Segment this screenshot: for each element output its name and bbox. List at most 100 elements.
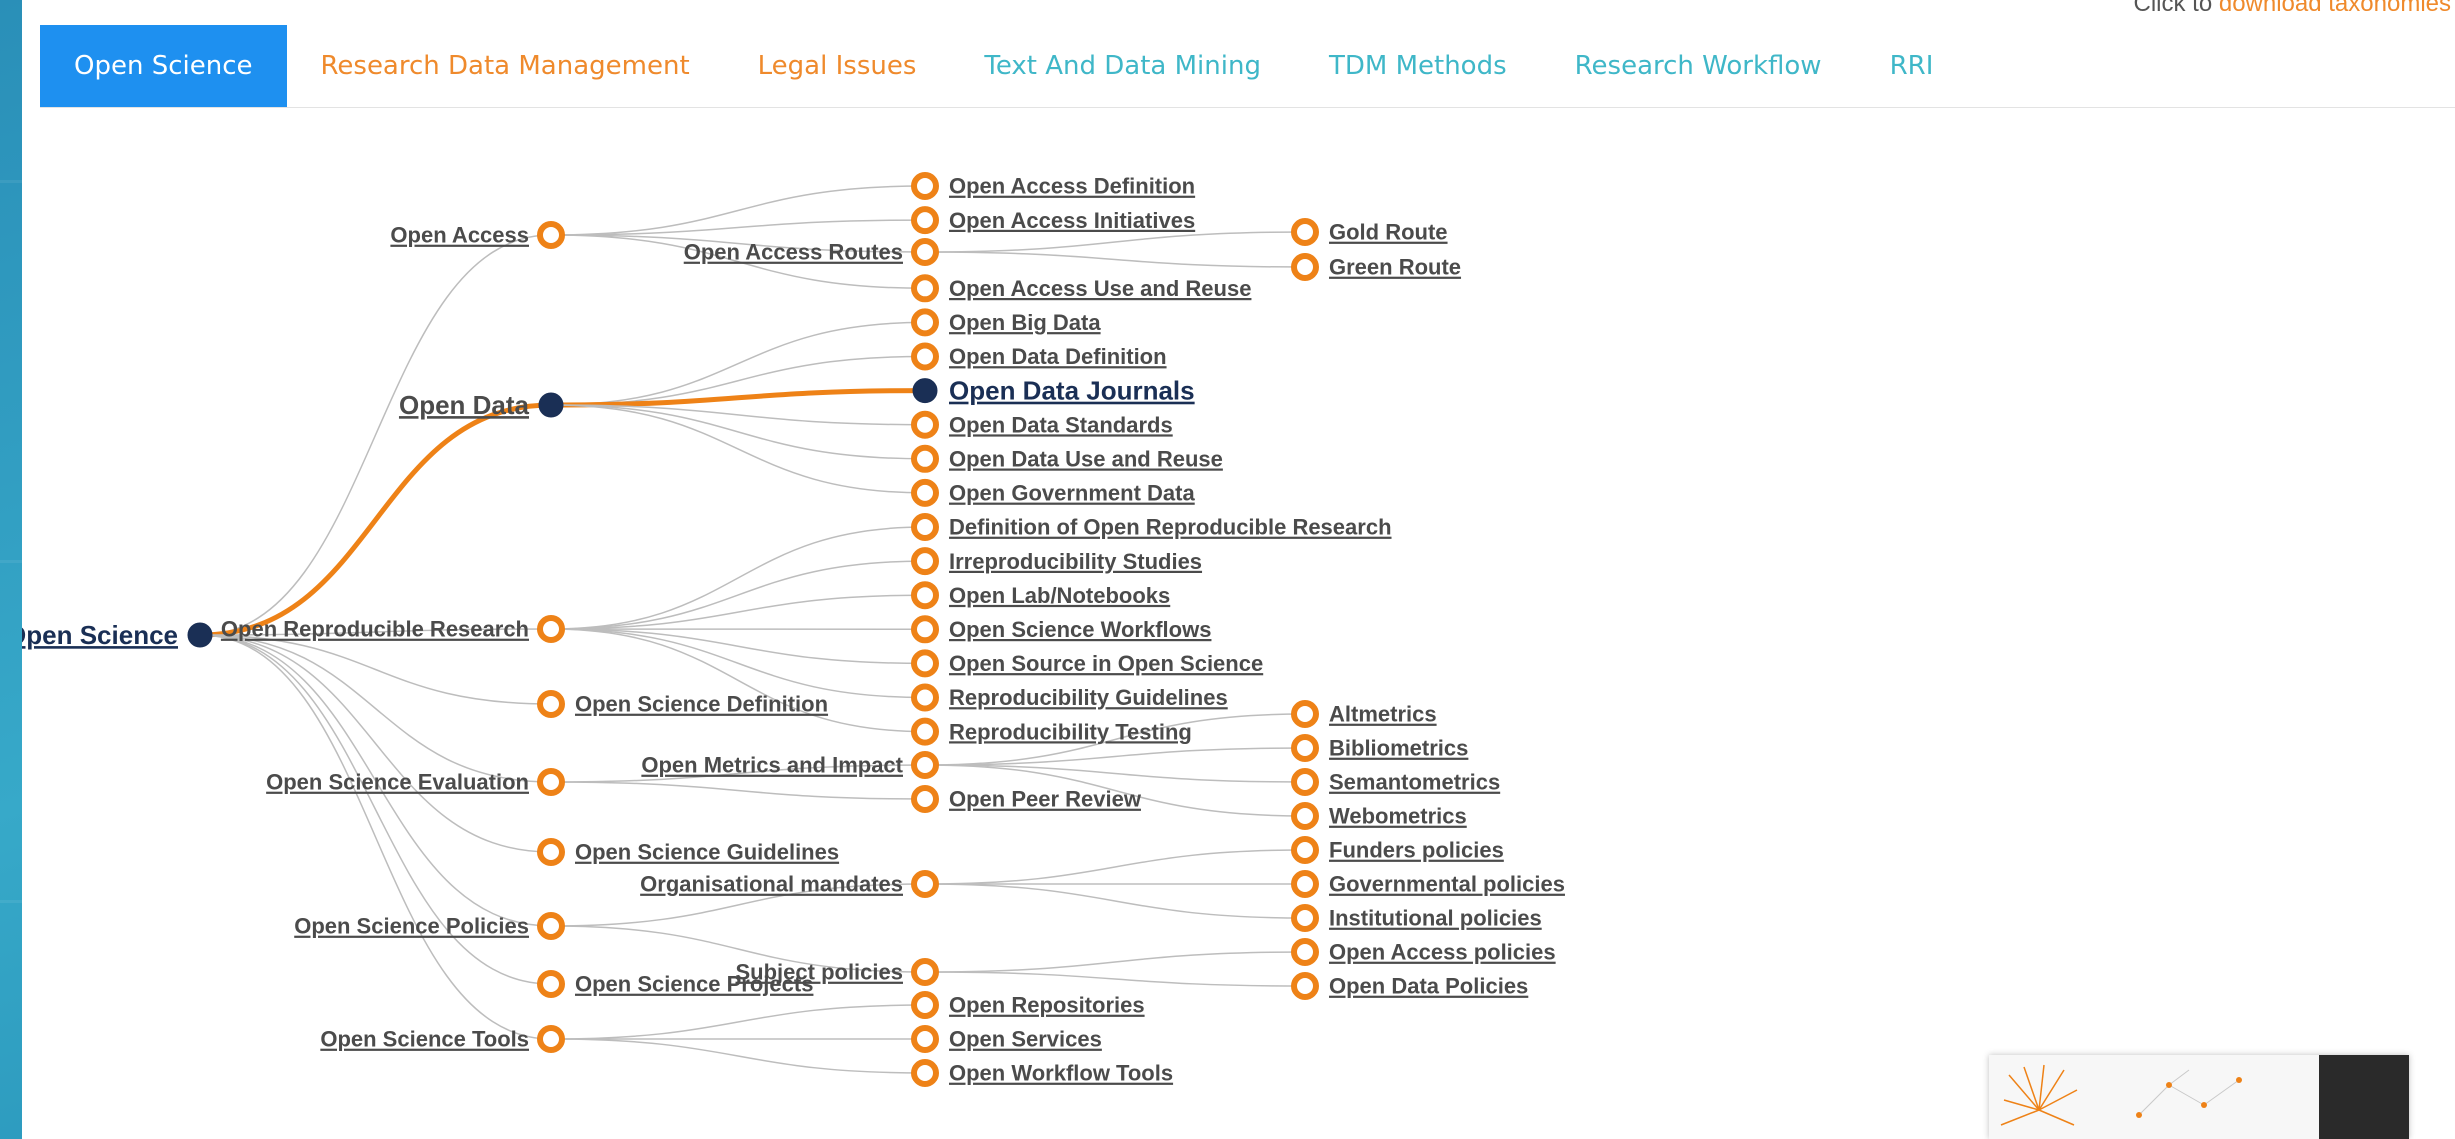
node-label[interactable]: Open Data Standards — [949, 412, 1173, 437]
node-label[interactable]: Green Route — [1329, 255, 1461, 280]
tree-node-open-data-policies[interactable]: Open Data Policies — [1291, 972, 1528, 1000]
node-dot[interactable] — [1291, 836, 1319, 864]
tree-node-open-workflow-tools[interactable]: Open Workflow Tools — [911, 1059, 1173, 1087]
node-dot[interactable] — [911, 478, 939, 507]
tree-node-irreproducibility-studies[interactable]: Irreproducibility Studies — [911, 547, 1202, 576]
tab-research-data-management[interactable]: Research Data Management — [320, 51, 690, 81]
node-dot[interactable] — [911, 785, 939, 813]
node-label[interactable]: Open Lab/Notebooks — [949, 583, 1170, 608]
node-dot[interactable] — [1291, 218, 1319, 246]
node-dot[interactable] — [537, 221, 565, 249]
node-label[interactable]: Open Access Definition — [949, 174, 1195, 199]
node-dot[interactable] — [537, 838, 565, 866]
node-dot[interactable] — [537, 1025, 565, 1053]
node-label[interactable]: Open Source in Open Science — [949, 651, 1263, 676]
tree-node-open-data-definition[interactable]: Open Data Definition — [911, 342, 1167, 371]
tree-node-open-science-evaluation[interactable]: Open Science Evaluation — [266, 768, 565, 796]
node-label[interactable]: Open Science Projects — [575, 972, 813, 997]
node-label[interactable]: Open Access policies — [1329, 940, 1556, 965]
node-label[interactable]: Institutional policies — [1329, 906, 1542, 931]
node-label[interactable]: Open Science Policies — [294, 914, 529, 939]
tree-node-open-data-standards[interactable]: Open Data Standards — [911, 410, 1173, 439]
tree-node-open-big-data[interactable]: Open Big Data — [911, 308, 1101, 337]
node-dot[interactable] — [911, 958, 939, 986]
node-dot[interactable] — [911, 581, 939, 610]
node-label[interactable]: Open Peer Review — [949, 787, 1142, 812]
tree-node-governmental-policies[interactable]: Governmental policies — [1291, 870, 1565, 898]
node-dot[interactable] — [911, 547, 939, 576]
node-dot[interactable] — [911, 238, 939, 266]
node-dot[interactable] — [537, 615, 565, 643]
node-dot[interactable] — [911, 172, 939, 200]
node-dot[interactable] — [911, 683, 939, 712]
tab-research-workflow[interactable]: Research Workflow — [1574, 51, 1822, 81]
node-label[interactable]: Governmental policies — [1329, 872, 1565, 897]
tree-node-altmetrics[interactable]: Altmetrics — [1291, 700, 1437, 728]
node-label[interactable]: Irreproducibility Studies — [949, 549, 1202, 574]
tree-node-open-data[interactable]: Open Data — [399, 390, 564, 420]
node-label[interactable]: Open Access — [390, 223, 529, 248]
tree-node-reproducibility-guidelines[interactable]: Reproducibility Guidelines — [911, 683, 1228, 712]
tree-node-open-lab-notebooks[interactable]: Open Lab/Notebooks — [911, 581, 1170, 610]
node-dot[interactable] — [911, 410, 939, 439]
node-dot[interactable] — [537, 690, 565, 718]
node-label[interactable]: Open Science Definition — [575, 692, 828, 717]
node-dot[interactable] — [911, 274, 939, 303]
node-dot[interactable] — [911, 1059, 939, 1087]
tree-node-open-science-projects[interactable]: Open Science Projects — [537, 970, 813, 998]
node-label[interactable]: Bibliometrics — [1329, 736, 1468, 761]
tree-node-open-access-definition[interactable]: Open Access Definition — [911, 172, 1195, 200]
node-dot[interactable] — [911, 342, 939, 371]
node-label[interactable]: Open Data Use and Reuse — [949, 447, 1223, 472]
node-dot[interactable] — [537, 912, 565, 940]
tree-node-open-peer-review[interactable]: Open Peer Review — [911, 785, 1142, 813]
node-dot[interactable] — [911, 444, 939, 473]
tree-node-open-services[interactable]: Open Services — [911, 1025, 1102, 1053]
node-label[interactable]: Open Science Tools — [320, 1027, 529, 1052]
tree-node-open-access-policies[interactable]: Open Access policies — [1291, 938, 1556, 966]
node-dot[interactable] — [911, 615, 939, 644]
node-dot[interactable] — [1291, 972, 1319, 1000]
node-label[interactable]: Open Access Routes — [684, 240, 903, 265]
tree-node-green-route[interactable]: Green Route — [1291, 253, 1461, 281]
node-label[interactable]: Open Government Data — [949, 481, 1195, 506]
tab-tdm-methods[interactable]: TDM Methods — [1328, 51, 1507, 81]
node-dot[interactable] — [1291, 802, 1319, 830]
tree-node-open-access-initiatives[interactable]: Open Access Initiatives — [911, 206, 1195, 235]
node-dot[interactable] — [1291, 734, 1319, 762]
tree-node-open-science-definition[interactable]: Open Science Definition — [537, 690, 828, 718]
node-label[interactable]: Open Science Workflows — [949, 617, 1211, 642]
tree-node-organisational-mandates[interactable]: Organisational mandates — [640, 870, 939, 898]
node-label[interactable]: Open Access Use and Reuse — [949, 276, 1251, 301]
node-dot[interactable] — [911, 649, 939, 678]
tree-node-webometrics[interactable]: Webometrics — [1291, 802, 1467, 830]
node-dot[interactable] — [911, 991, 939, 1019]
node-dot[interactable] — [537, 970, 565, 998]
tree-node-open-source-in-open-science[interactable]: Open Source in Open Science — [911, 649, 1263, 678]
node-label[interactable]: Definition of Open Reproducible Research — [949, 515, 1392, 540]
node-label[interactable]: Open Data — [399, 390, 530, 420]
tree-node-funders-policies[interactable]: Funders policies — [1291, 836, 1504, 864]
tree-node-open-metrics-and-impact[interactable]: Open Metrics and Impact — [641, 751, 939, 779]
tree-node-open-reproducible-research[interactable]: Open Reproducible Research — [221, 615, 565, 643]
node-label[interactable]: Open Data Journals — [949, 376, 1195, 406]
tree-node-reproducibility-testing[interactable]: Reproducibility Testing — [911, 717, 1192, 746]
tree-node-open-science-guidelines[interactable]: Open Science Guidelines — [537, 838, 839, 866]
node-label[interactable]: Open Services — [949, 1027, 1102, 1052]
node-label[interactable]: Open Data Definition — [949, 344, 1167, 369]
tree-node-open-data-journals[interactable]: Open Data Journals — [912, 376, 1195, 406]
node-label[interactable]: Semantometrics — [1329, 770, 1500, 795]
tab-text-and-data-mining[interactable]: Text And Data Mining — [984, 51, 1261, 81]
node-dot[interactable] — [911, 1025, 939, 1053]
node-label[interactable]: Open Science Evaluation — [266, 770, 529, 795]
node-label[interactable]: Gold Route — [1329, 220, 1448, 245]
tree-node-open-data-use-and-reuse[interactable]: Open Data Use and Reuse — [911, 444, 1223, 473]
node-label[interactable]: Funders policies — [1329, 838, 1504, 863]
download-taxonomies-link[interactable]: download taxonomies — [2218, 0, 2451, 17]
node-label[interactable]: Organisational mandates — [640, 872, 903, 897]
node-label[interactable]: Open Reproducible Research — [221, 617, 529, 642]
node-dot[interactable] — [1291, 870, 1319, 898]
tree-node-open-science[interactable]: Open Science — [22, 620, 213, 650]
tree-node-open-science-workflows[interactable]: Open Science Workflows — [911, 615, 1211, 644]
node-dot[interactable] — [537, 768, 565, 796]
